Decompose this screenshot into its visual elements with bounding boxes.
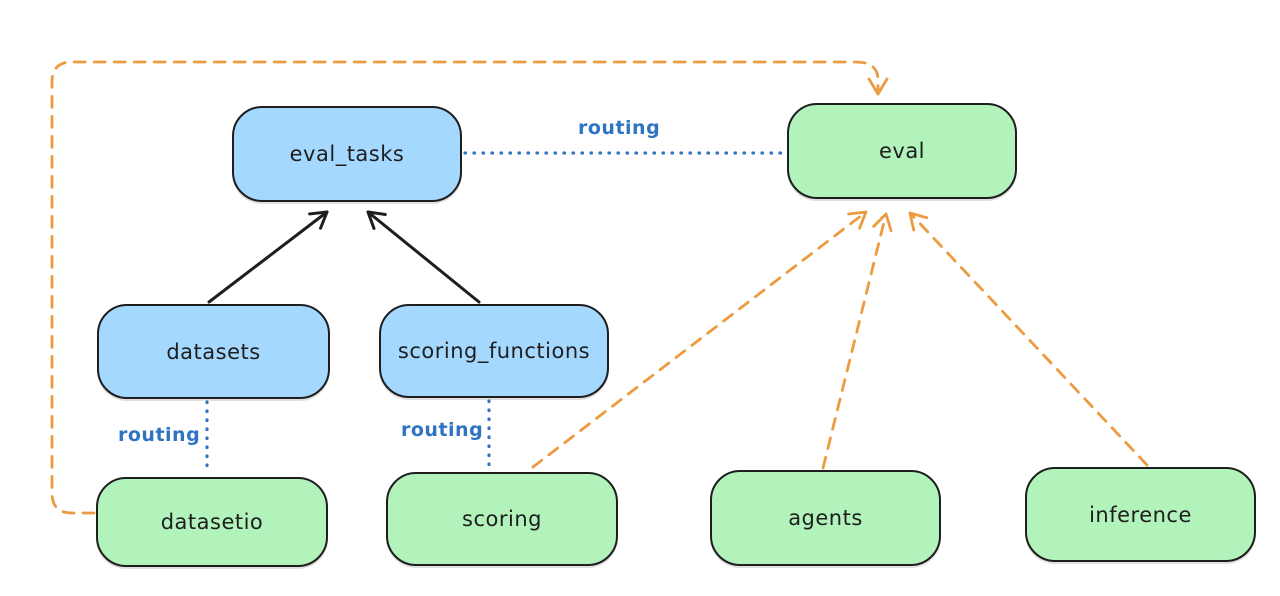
edge-agents-to-eval: [821, 212, 893, 470]
node-inference: inference: [1025, 467, 1256, 562]
node-agents-label: agents: [788, 506, 863, 530]
node-datasets-label: datasets: [166, 339, 261, 364]
edge-scoring-functions-to-eval-tasks: [366, 210, 481, 304]
routing-label-eval-tasks-eval: routing: [578, 117, 661, 139]
routing-label-datasets-datasetio: routing: [118, 424, 201, 446]
node-datasetio: datasetio: [96, 477, 328, 567]
edge-datasets-to-eval-tasks: [207, 210, 329, 304]
edge-inference-to-eval: [908, 211, 1149, 467]
node-eval-label: eval: [878, 139, 926, 163]
node-scoring: scoring: [386, 472, 618, 566]
routing-label-scoring-functions-scoring: routing: [401, 419, 484, 441]
node-inference-label: inference: [1089, 502, 1192, 527]
node-eval-tasks: eval_tasks: [232, 106, 462, 202]
node-scoring-functions: scoring_functions: [379, 304, 609, 398]
node-datasetio-label: datasetio: [160, 510, 264, 534]
node-scoring-functions-label: scoring_functions: [397, 339, 591, 363]
node-datasets: datasets: [97, 304, 330, 399]
node-eval: eval: [787, 103, 1017, 199]
node-agents: agents: [710, 470, 941, 566]
node-eval-tasks-label: eval_tasks: [289, 142, 405, 166]
node-scoring-label: scoring: [462, 507, 542, 531]
